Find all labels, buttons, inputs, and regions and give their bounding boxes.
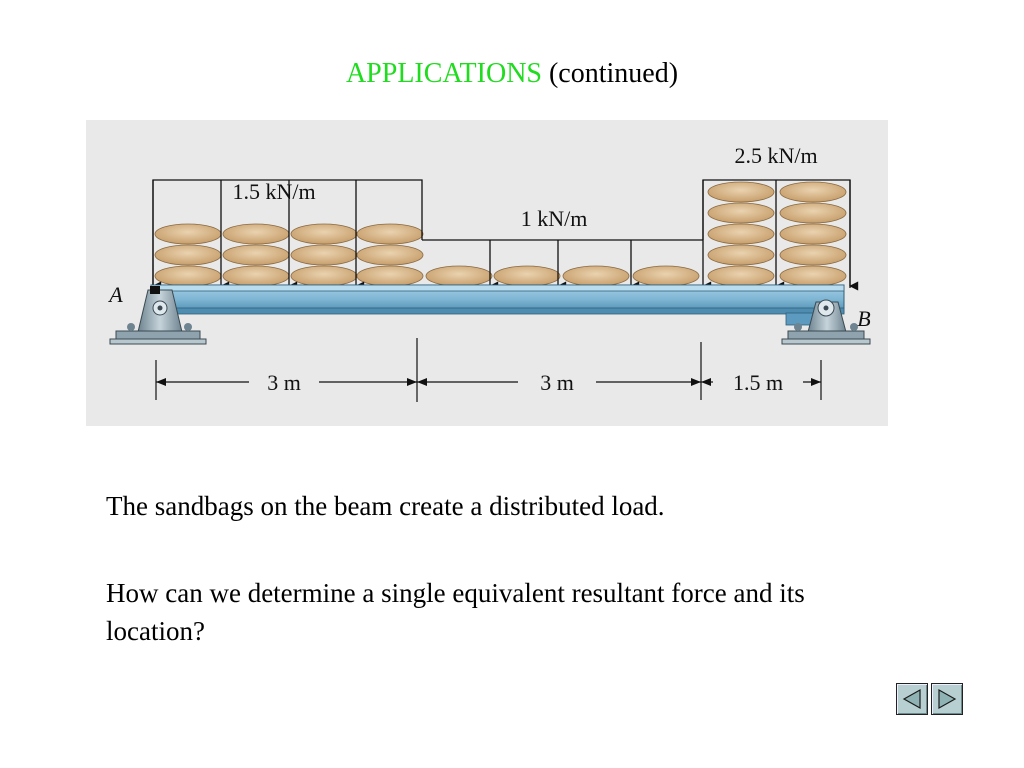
previous-slide-button[interactable] (896, 683, 928, 715)
sandbag (707, 181, 775, 203)
next-slide-button[interactable] (931, 683, 963, 715)
sandbag (222, 244, 290, 266)
sandbag (425, 265, 493, 287)
sandbag (707, 244, 775, 266)
sandbag (222, 223, 290, 245)
sandbag (779, 181, 847, 203)
sandbags (154, 181, 847, 287)
slide-title: APPLICATIONS (continued) (0, 58, 1024, 90)
sandbag (154, 223, 222, 245)
sandbag (222, 265, 290, 287)
paragraph-distributed-load: The sandbags on the beam create a distri… (106, 491, 665, 521)
sandbag (356, 265, 424, 287)
sandbag (493, 265, 561, 287)
sandbag (707, 202, 775, 224)
load-label-3: 2.5 kN/m (734, 143, 817, 168)
triangle-right-icon (938, 688, 957, 710)
dimension-arrowheads (156, 378, 821, 386)
load-label-1: 1.5 kN/m (232, 179, 315, 204)
sandbag (632, 265, 700, 287)
sandbag (154, 265, 222, 287)
load-arrows (152, 180, 859, 291)
support-b-label: B (857, 306, 870, 331)
beam-bottom-flange (150, 307, 845, 315)
sandbag (707, 223, 775, 245)
sandbag (356, 244, 424, 266)
dimension-label-3: 1.5 m (733, 370, 783, 395)
sandbag (290, 265, 358, 287)
title-rest: (continued) (548, 58, 679, 89)
paragraph-question: How can we determine a single equivalent… (106, 578, 805, 646)
support-a (109, 286, 207, 345)
triangle-left-icon (902, 688, 921, 710)
sandbag (562, 265, 630, 287)
slide-navigation (896, 683, 966, 717)
beam-top-flange (150, 284, 845, 292)
sandbag (779, 223, 847, 245)
title-keyword: APPLICATIONS (345, 58, 542, 89)
sandbag (356, 223, 424, 245)
sandbag (779, 265, 847, 287)
dimension-label-1: 3 m (267, 370, 301, 395)
sandbag (779, 202, 847, 224)
support-a-label: A (107, 282, 123, 307)
support-b (781, 299, 871, 345)
dimension-label-2: 3 m (540, 370, 574, 395)
sandbag (290, 223, 358, 245)
sandbag (154, 244, 222, 266)
load-label-2: 1 kN/m (521, 206, 588, 231)
sandbag (779, 244, 847, 266)
beam-diagram: 1.5 kN/m 1 kN/m 2.5 kN/m 3 m 3 m 1.5 m A… (86, 120, 888, 426)
sandbag (290, 244, 358, 266)
sandbag (707, 265, 775, 287)
